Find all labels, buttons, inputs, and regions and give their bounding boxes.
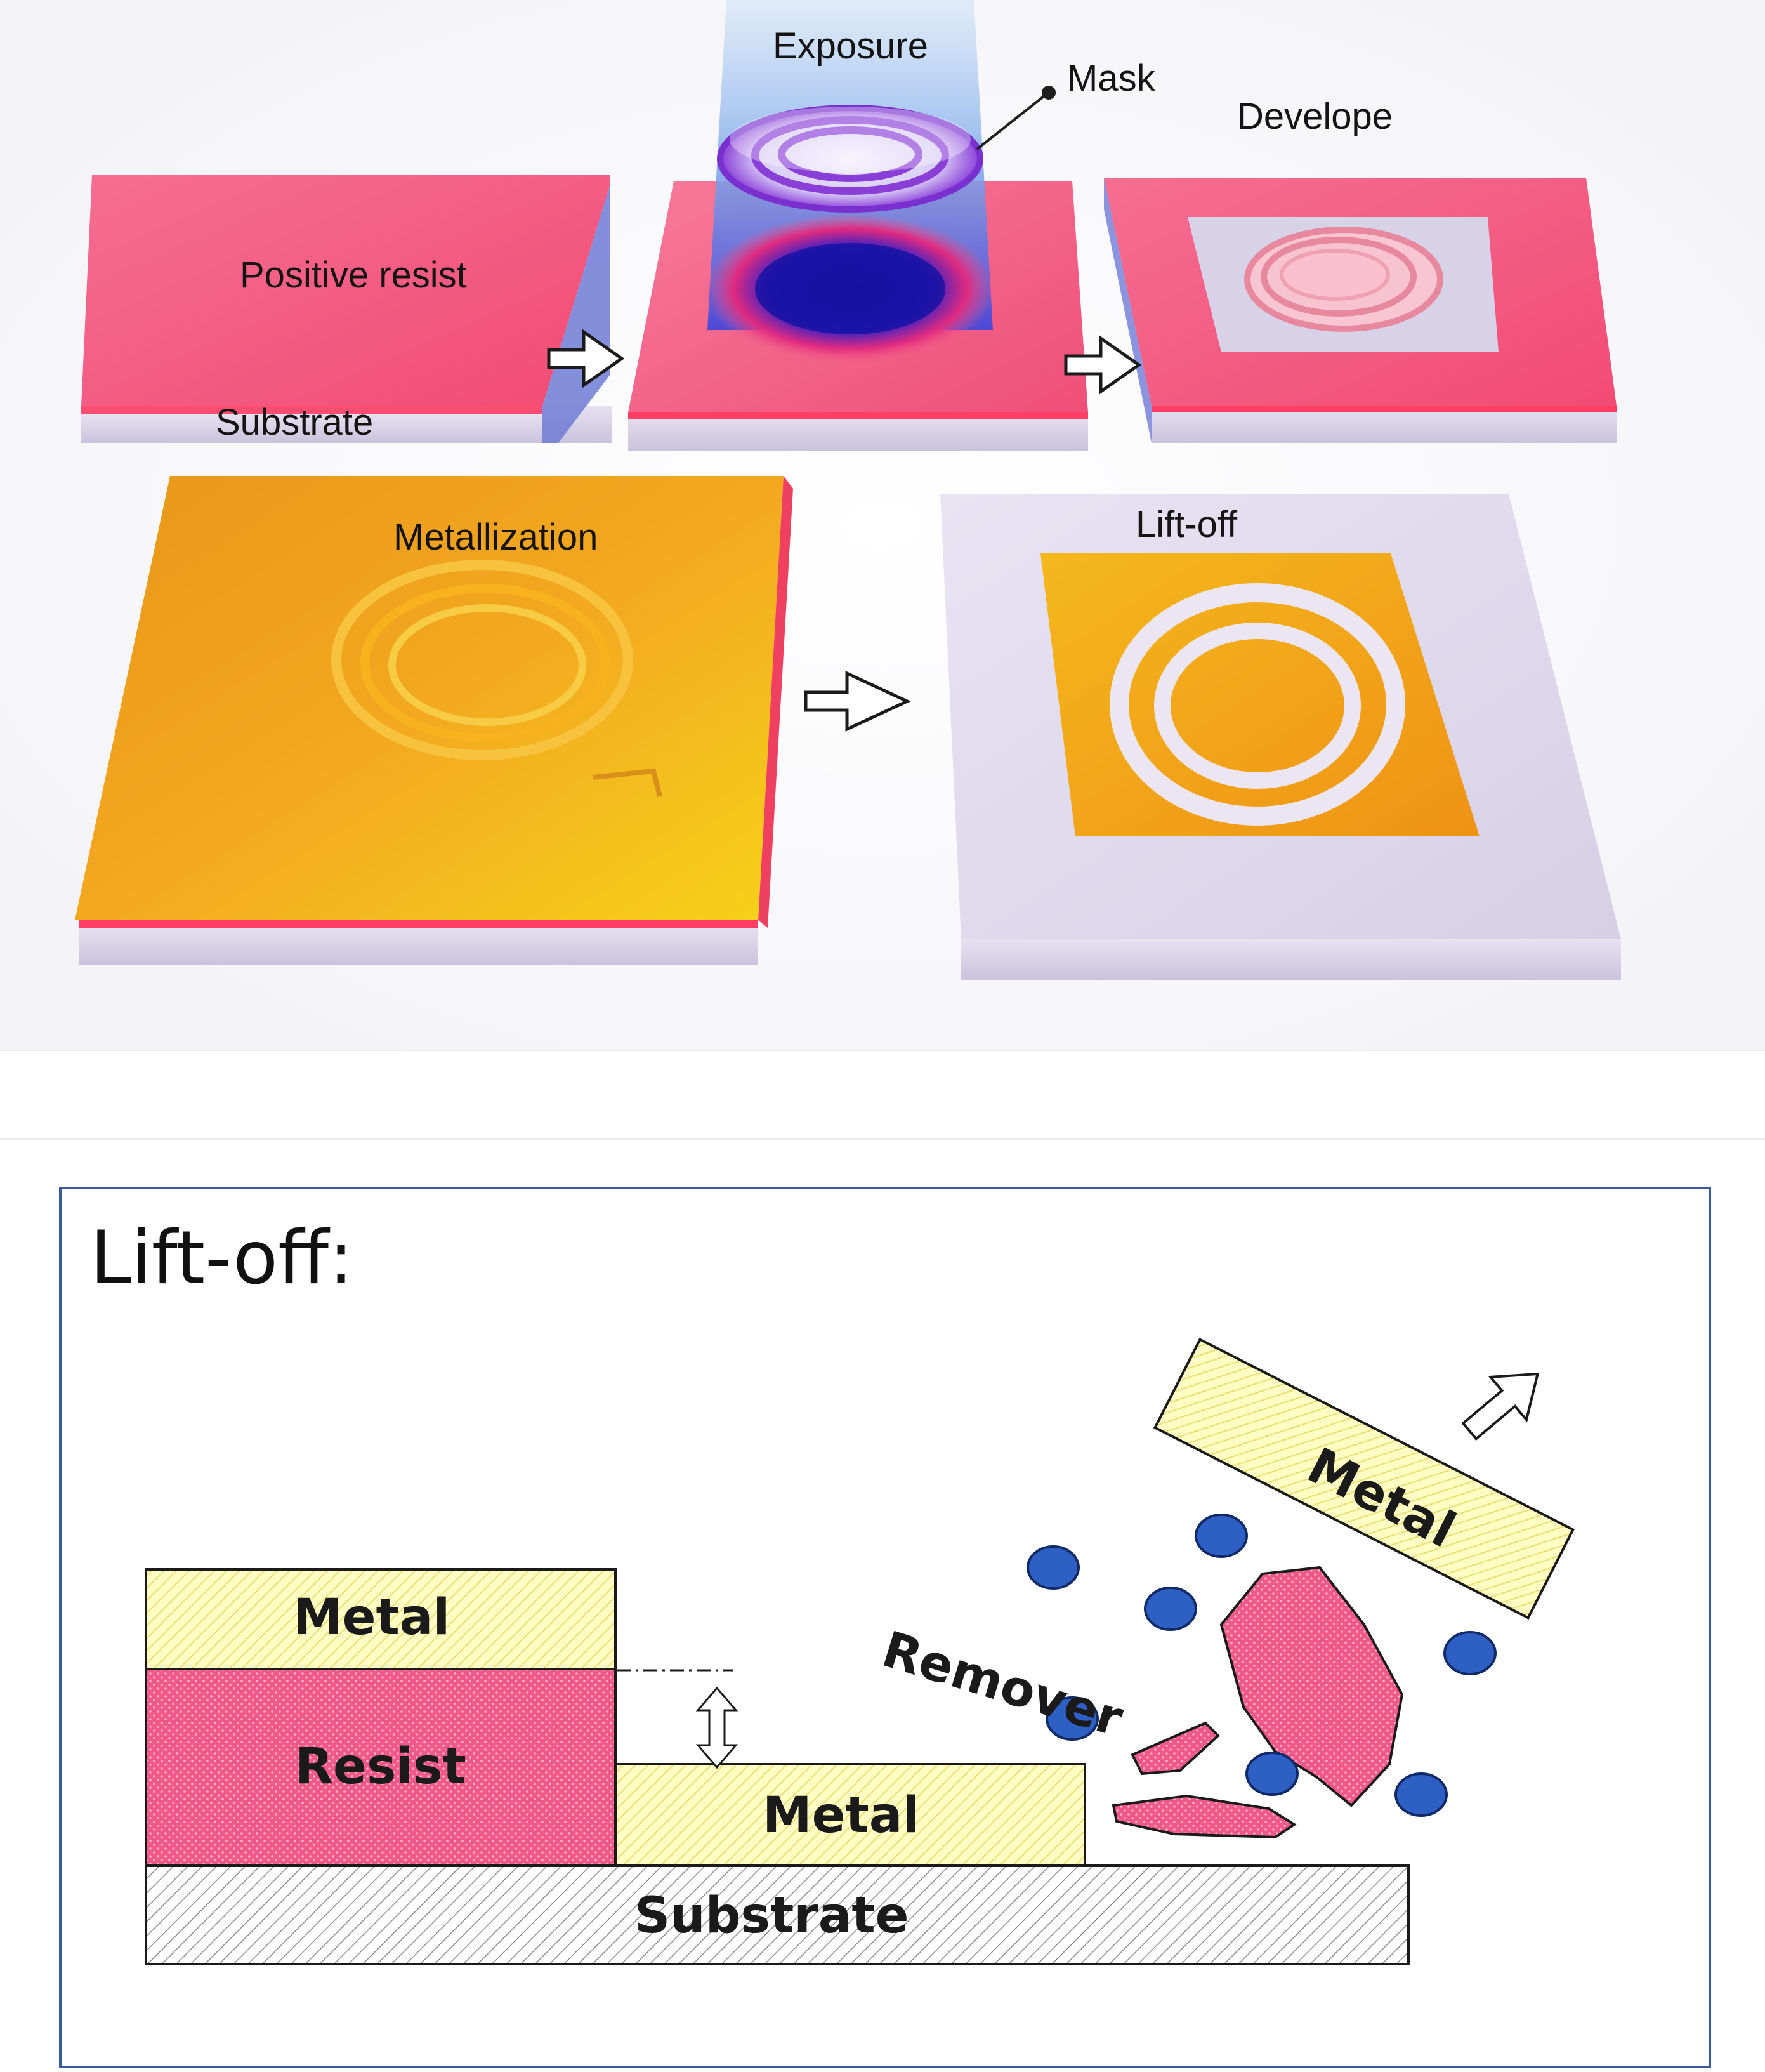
- resist-block: [145, 1668, 617, 1867]
- block-metallization: [75, 476, 793, 965]
- lift-off-title: Lift-off:: [90, 1215, 354, 1301]
- block-lift-off: [940, 494, 1621, 980]
- metal-on-substrate-block: [614, 1763, 1086, 1867]
- arrow-1: [547, 329, 625, 388]
- arrow-2: [1064, 335, 1142, 395]
- block-positive-resist: [81, 175, 612, 443]
- substrate-label-top: Substrate: [216, 402, 374, 443]
- thickness-double-arrow: [695, 1686, 738, 1769]
- metal-bottom-label: Metal: [763, 1787, 920, 1844]
- arrow-3: [804, 671, 911, 732]
- block-develope: [1104, 178, 1617, 443]
- remover-molecules: [1027, 1514, 1497, 1817]
- develope-label: Develope: [1237, 96, 1393, 137]
- resist-fragment-large: [1219, 1566, 1404, 1807]
- substrate-block: [145, 1864, 1410, 1965]
- metal-top-label: Metal: [293, 1589, 450, 1646]
- positive-resist-label: Positive resist: [240, 254, 467, 296]
- metallization-label: Metallization: [393, 517, 598, 558]
- resist-fragment-small: [1131, 1721, 1220, 1776]
- flying-metal-strip: [1153, 1337, 1575, 1620]
- mask-label: Mask: [1067, 58, 1155, 99]
- substrate-label-bottom: Substrate: [634, 1887, 909, 1944]
- lift-off-label-top: Lift-off: [1136, 504, 1238, 545]
- lift-arrow: [1461, 1372, 1540, 1441]
- block-exposure: [628, 0, 1088, 451]
- resist-fragment-flat: [1112, 1794, 1297, 1839]
- exposure-label: Exposure: [773, 25, 929, 67]
- resist-label: Resist: [295, 1738, 466, 1795]
- metal-on-resist-block: [145, 1568, 617, 1670]
